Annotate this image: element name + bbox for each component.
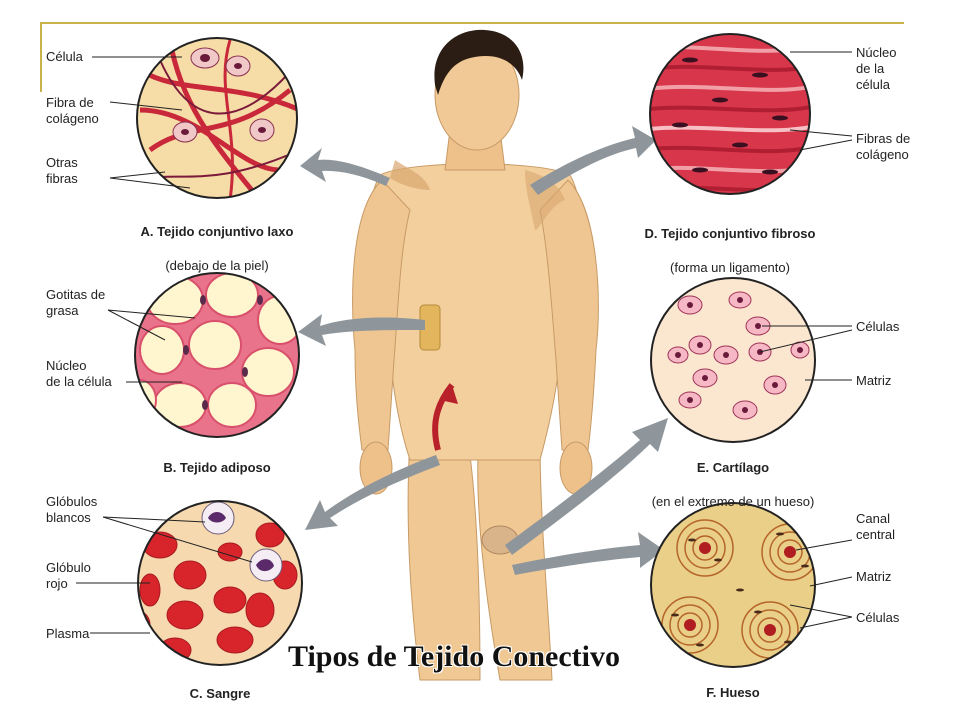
caption-tissue-a-note: (debajo de la piel) — [165, 258, 269, 273]
pointer-arrows — [298, 126, 668, 575]
label-matriz-hueso: Matriz — [856, 569, 892, 584]
caption-tissue-c: C. Sangre — [160, 668, 280, 702]
caption-tissue-e: E. Cartílago (en el extremo de un hueso) — [628, 442, 838, 510]
caption-tissue-d-name: D. Tejido conjuntivo fibroso — [644, 226, 816, 241]
micrograph-bone — [650, 502, 816, 668]
page-title: Tipos de Tejido Conectivo — [288, 640, 621, 673]
micrograph-adipose — [134, 272, 300, 438]
header-rule — [40, 22, 904, 24]
micrograph-blood — [137, 500, 303, 666]
caption-tissue-b: B. Tejido adiposo — [127, 442, 307, 476]
micrograph-fibrous — [649, 33, 811, 195]
human-figure — [352, 29, 599, 681]
label-matriz-cartilago: Matriz — [856, 373, 892, 388]
header-rule-left — [40, 22, 42, 92]
caption-tissue-d: D. Tejido conjuntivo fibroso (forma un l… — [620, 208, 840, 276]
micrograph-cartilage — [650, 277, 816, 443]
label-fibra-colageno: Fibra de colágeno — [46, 95, 99, 126]
label-celulas-hueso: Células — [856, 610, 900, 625]
caption-tissue-d-note: (forma un ligamento) — [670, 260, 790, 275]
caption-tissue-e-name: E. Cartílago — [696, 460, 770, 475]
label-plasma: Plasma — [46, 626, 90, 641]
label-gotitas-grasa: Gotitas de grasa — [46, 287, 106, 318]
leader-lines — [76, 51, 853, 634]
label-globulos-blancos: Glóbulos blancos — [46, 494, 98, 525]
label-celula: Célula — [46, 49, 83, 64]
caption-tissue-f: F. Hueso — [683, 667, 783, 701]
caption-tissue-b-name: B. Tejido adiposo — [163, 460, 271, 475]
caption-tissue-a: A. Tejido conjuntivo laxo (debajo de la … — [117, 206, 317, 274]
caption-tissue-e-note: (en el extremo de un hueso) — [651, 494, 815, 509]
label-nucleo-celula-adiposo: Núcleo de la célula — [46, 358, 112, 389]
label-otras-fibras: Otras fibras — [46, 155, 78, 186]
caption-tissue-a-name: A. Tejido conjuntivo laxo — [140, 224, 294, 239]
micrograph-loose-connective — [136, 37, 298, 199]
label-globulo-rojo: Glóbulo rojo — [46, 560, 91, 591]
label-nucleo-celula-fibroso: Núcleo de la célula — [856, 45, 897, 92]
caption-tissue-f-name: F. Hueso — [706, 685, 760, 700]
caption-tissue-c-name: C. Sangre — [189, 686, 251, 701]
label-fibras-colageno: Fibras de colágeno — [856, 131, 911, 162]
label-canal-central: Canal central — [856, 511, 896, 542]
label-celulas-cartilago: Células — [856, 319, 900, 334]
